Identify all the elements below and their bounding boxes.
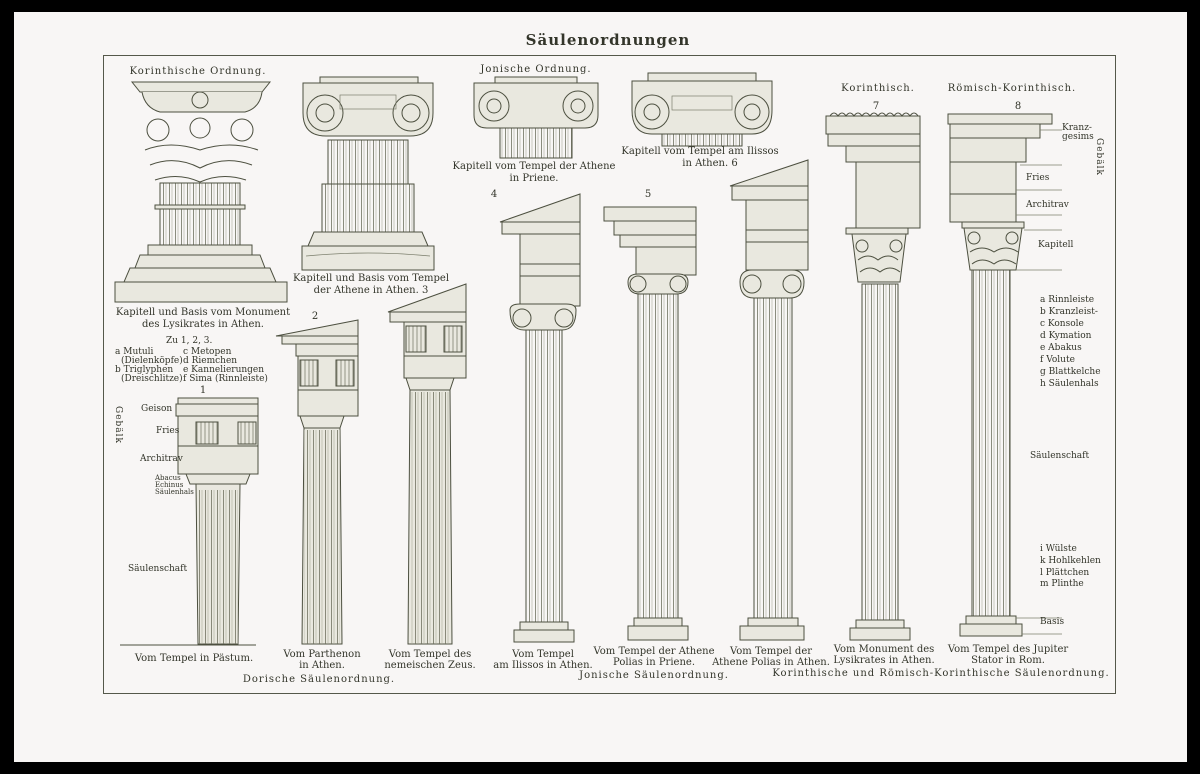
priene-capital-figure	[473, 76, 599, 159]
doric-legend-item: b Triglyphen	[115, 365, 174, 375]
order-caption-ionic: Jonische Säulenordnung.	[579, 670, 729, 681]
caption-nemea-line1: Vom Tempel des	[388, 649, 472, 660]
figure-number-4: 4	[490, 189, 498, 200]
caption-polias-line2: Athene Polias in Athen.	[712, 657, 830, 668]
doric-label-saeulenschaft: Säulenschaft	[128, 564, 188, 574]
column-8-jupiter-stator	[947, 113, 1062, 637]
caption-parthenon-line1: Vom Parthenon	[283, 649, 361, 660]
column-3-nemea	[387, 283, 467, 645]
caption-ilissos-line1: Kapitell vom Tempel am Ilissos	[621, 146, 779, 157]
roman-label-fries: Fries	[1026, 173, 1050, 183]
caption-stator-line2: Stator in Rom.	[971, 655, 1045, 666]
roman-label-kranzgesims-2: gesims	[1062, 132, 1094, 142]
roman-label-saeulenschaft: Säulenschaft	[1030, 451, 1090, 461]
caption-priene-col-line1: Vom Tempel der Athene	[593, 646, 715, 657]
column-6-athene-polias	[729, 159, 809, 641]
roman-label-gebaelk: Gebälk	[1094, 138, 1104, 176]
doric-legend-item: (Dielenköpfe)	[121, 356, 183, 366]
doric-label-saeulenhals: Säulenhals	[155, 488, 194, 496]
caption-lysikrates-line1: Kapitell und Basis vom Monument	[115, 307, 291, 318]
caption-paestum: Vom Tempel in Pästum.	[134, 653, 254, 664]
corinthian-legend-item: c Konsole	[1040, 319, 1084, 329]
roman-label-kapitell: Kapitell	[1038, 240, 1074, 250]
order-caption-doric: Dorische Säulenordnung.	[242, 674, 396, 685]
corinthian-legend-item: b Kranzleist-	[1040, 307, 1098, 317]
doric-legend-item: d Riemchen	[183, 356, 238, 366]
corinthian-legend-item: g Blattkelche	[1040, 367, 1101, 377]
order-caption-corinthian: Korinthische und Römisch-Korinthische Sä…	[772, 668, 1110, 679]
column-7-lysikrates	[825, 112, 921, 641]
doric-legend-item: e Kannelierungen	[183, 365, 265, 375]
roman-label-basis: Basis	[1040, 617, 1065, 627]
doric-legend-item: (Dreischlitze)	[121, 374, 183, 384]
corinthian-legend-item: a Rinnleiste	[1040, 295, 1095, 305]
plate-frame	[103, 55, 1116, 694]
base-legend-item: k Hohlkehlen	[1040, 556, 1101, 566]
doric-legend-item: c Metopen	[183, 347, 232, 357]
label-roman-corinthian: Römisch-Korinthisch.	[947, 83, 1077, 94]
doric-label-gebaelk: Gebälk	[113, 406, 123, 444]
roman-label-kranzgesims: Kranz-	[1062, 123, 1092, 133]
figure-number-5: 5	[644, 189, 652, 200]
column-1-paestum	[120, 397, 259, 646]
caption-ilissos-col-line2: am Ilissos in Athen.	[493, 660, 593, 671]
caption-priene-col-line2: Polias in Priene.	[613, 657, 695, 668]
column-4-ilissos	[499, 193, 581, 643]
base-legend-item: i Wülste	[1040, 544, 1077, 554]
figure-number-8: 8	[1014, 101, 1022, 112]
athene-athens-capital-figure	[301, 76, 435, 271]
base-legend-item: m Plinthe	[1040, 579, 1084, 589]
caption-ilissos-line2: in Athen. 6	[682, 158, 738, 169]
doric-legend-heading: Zu 1, 2, 3.	[166, 336, 213, 346]
doric-label-architrav: Architrav	[140, 454, 183, 464]
doric-legend-item: a Mutuli	[115, 347, 154, 357]
caption-athene-line1: Kapitell und Basis vom Tempel	[292, 273, 450, 284]
figure-number-1: 1	[199, 385, 207, 396]
ilissos-capital-figure	[631, 72, 773, 147]
caption-lysikrates-line2: des Lysikrates in Athen.	[142, 319, 264, 330]
caption-priene-line2: in Priene.	[509, 173, 559, 184]
label-ionic-order: Jonische Ordnung.	[480, 64, 592, 75]
figure-number-2: 2	[311, 311, 319, 322]
doric-label-geison: Geison	[141, 404, 173, 414]
caption-ilissos-col-line1: Vom Tempel	[512, 649, 574, 660]
caption-nemea-line2: nemeischen Zeus.	[384, 660, 476, 671]
doric-label-fries: Fries	[156, 426, 180, 436]
caption-priene-line1: Kapitell vom Tempel der Athene	[452, 161, 616, 172]
caption-stator-line1: Vom Tempel des Jupiter	[947, 644, 1069, 655]
caption-parthenon-line2: in Athen.	[299, 660, 345, 671]
caption-lysikrates-col-line2: Lysikrates in Athen.	[833, 655, 935, 666]
plate-title: Säulenordnungen	[525, 31, 691, 49]
doric-legend-item: f Sima (Rinnleiste)	[183, 374, 268, 384]
corinthian-legend-item: e Abakus	[1040, 343, 1082, 353]
corinthian-legend-item: d Kymation	[1040, 331, 1092, 341]
caption-polias-line1: Vom Tempel der	[729, 646, 813, 657]
doric-label-echinus: Echinus	[155, 481, 184, 489]
column-2-parthenon	[275, 319, 359, 645]
caption-lysikrates-col-line1: Vom Monument des	[833, 644, 935, 655]
roman-label-architrav: Architrav	[1026, 200, 1069, 210]
figure-number-7: 7	[872, 101, 880, 112]
base-legend-item: l Plättchen	[1040, 568, 1090, 578]
corinthian-legend-item: f Volute	[1040, 355, 1075, 365]
lysikrates-capital-figure	[114, 81, 288, 303]
corinthian-legend-item: h Säulenhals	[1040, 379, 1099, 389]
label-corinthian-order: Korinthische Ordnung.	[129, 66, 267, 77]
column-5-priene	[603, 206, 697, 641]
caption-athene-line2: der Athene in Athen. 3	[313, 285, 429, 296]
doric-label-abacus: Abacus	[155, 474, 181, 482]
label-corinthian: Korinthisch.	[841, 83, 915, 94]
